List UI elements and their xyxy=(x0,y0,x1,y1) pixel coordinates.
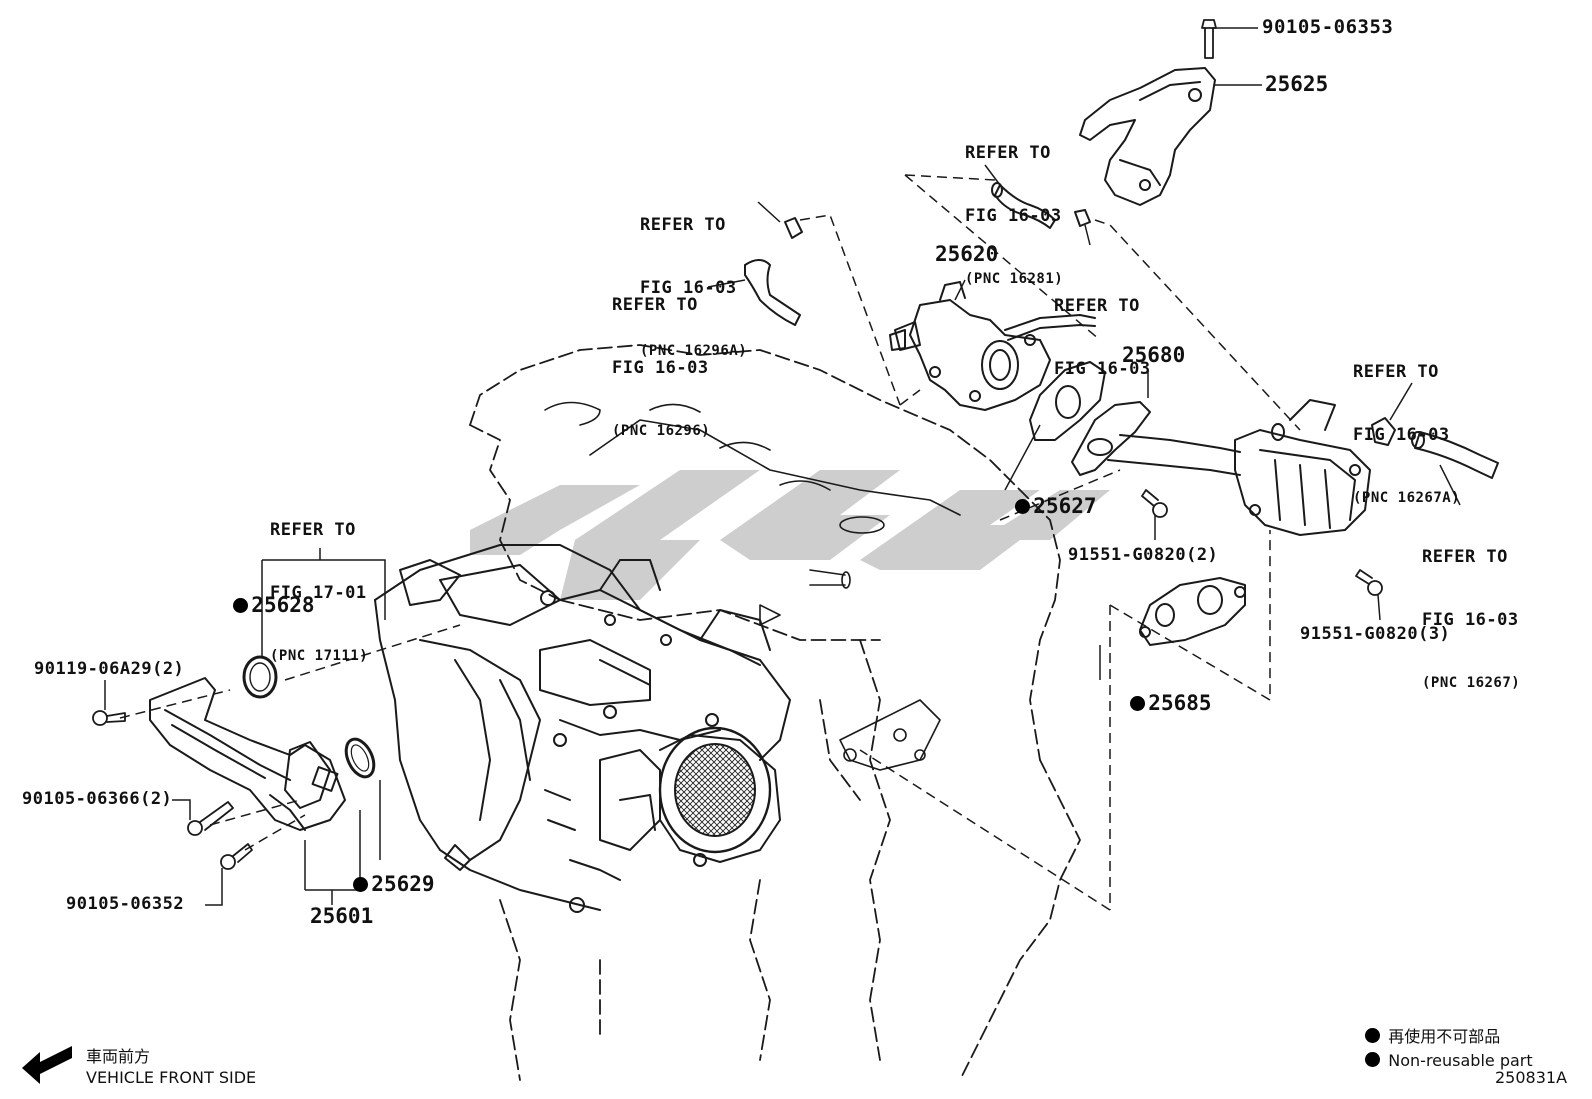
ref-line1: REFER TO xyxy=(640,215,726,235)
bolt-90105-06353 xyxy=(1201,19,1217,59)
part-number: 25627 xyxy=(1033,494,1097,518)
engine-block-outline xyxy=(469,344,1081,1081)
hose-16296 xyxy=(744,259,801,326)
ref-line1: REFER TO xyxy=(1353,362,1439,382)
ref-16296a: REFER TO FIG 16-03 (PNC 16296A) xyxy=(640,173,747,383)
ref-line2: FIG 16-03 xyxy=(1422,610,1519,630)
ref-line2: FIG 16-03 xyxy=(640,278,737,298)
hose-16281 xyxy=(991,182,1056,229)
ref-line1: REFER TO xyxy=(1054,296,1140,316)
egr-cooler xyxy=(1234,399,1371,536)
non-reusable-dot-icon xyxy=(1365,1028,1381,1043)
gasket-25685 xyxy=(1139,577,1246,646)
gasket-25627 xyxy=(1029,361,1106,441)
figure-code: 250831A xyxy=(1495,1068,1568,1087)
ref-16267: REFER TO FIG 16-03 (PNC 16267) xyxy=(1422,505,1520,715)
ref-pnc: (PNC 17111) xyxy=(270,648,369,664)
clamp-16267a xyxy=(1371,417,1396,446)
ref-line2: FIG 16-03 xyxy=(965,206,1062,226)
clamp-16296a xyxy=(784,217,803,239)
non-reusable-dot-icon xyxy=(353,877,369,892)
label-25620: 25620 xyxy=(935,242,999,266)
non-reusable-dot-icon xyxy=(1365,1052,1381,1067)
non-reusable-dot-icon xyxy=(233,598,249,613)
intake-manifold xyxy=(374,544,791,913)
non-reusable-dot-icon xyxy=(1130,696,1146,711)
bolt-90105-06366 xyxy=(187,801,234,836)
label-91551-g0820-3: 91551-G0820(3) xyxy=(1300,624,1451,644)
clamp-top xyxy=(1074,209,1091,227)
legend-en: Non-reusable part xyxy=(1355,1036,1533,1069)
ref-line1: REFER TO xyxy=(1422,547,1508,567)
ref-pnc: (PNC 16296) xyxy=(612,423,711,439)
watermark-logo xyxy=(470,470,1110,600)
egr-valve-25620 xyxy=(889,281,1096,411)
legend-jp-text: 再使用不可部品 xyxy=(1388,1027,1501,1046)
label-90105-06353: 90105-06353 xyxy=(1262,16,1394,38)
label-25627: 25627 xyxy=(990,475,1097,517)
ref-pnc: (PNC 16267A) xyxy=(1353,490,1461,506)
ref-line2: FIG 16-03 xyxy=(612,358,709,378)
label-25680: 25680 xyxy=(1122,343,1186,367)
egr-pipe-25680 xyxy=(1071,401,1241,476)
ref-line2: FIG 17-01 xyxy=(270,583,367,603)
bolt-90105-06352 xyxy=(220,843,253,870)
ref-line1: REFER TO xyxy=(270,520,356,540)
label-25629: 25629 xyxy=(328,853,435,895)
label-90119-06a29: 90119-06A29(2) xyxy=(34,659,185,679)
label-90105-06366: 90105-06366(2) xyxy=(22,789,173,809)
leader-lines xyxy=(104,27,1461,906)
ref-16267a: REFER TO FIG 16-03 (PNC 16267A) xyxy=(1353,320,1460,530)
non-reusable-dot-icon xyxy=(1015,499,1031,514)
ref-pnc: (PNC 16281) xyxy=(965,271,1064,287)
front-side-jp: 車両前方 xyxy=(86,1047,151,1066)
label-25625: 25625 xyxy=(1265,72,1329,96)
legend-jp: 再使用不可部品 xyxy=(1355,1012,1500,1045)
ref-line1: REFER TO xyxy=(965,143,1051,163)
ref-16-03-plain: REFER TO FIG 16-03 xyxy=(1054,254,1151,401)
label-25685: 25685 xyxy=(1105,672,1212,714)
ref-pnc: (PNC 16267) xyxy=(1422,675,1521,691)
part-number: 25628 xyxy=(251,593,315,617)
bolt-91551-2 xyxy=(1141,489,1168,518)
dashed-leaders xyxy=(119,174,1301,911)
hose-16267 xyxy=(1411,431,1499,479)
gasket-25629 xyxy=(344,737,376,779)
ref-16296: REFER TO FIG 16-03 (PNC 16296) xyxy=(612,253,710,463)
legend-en-text: Non-reusable part xyxy=(1388,1051,1533,1070)
label-91551-g0820-2: 91551-G0820(2) xyxy=(1068,545,1219,565)
cam-cover-details xyxy=(544,401,961,771)
bolt-91551-3 xyxy=(1355,569,1383,596)
sensor-rail-25601 xyxy=(149,677,346,831)
ref-line2: FIG 16-03 xyxy=(1054,359,1151,379)
bracket-25625 xyxy=(1079,67,1216,206)
label-25601: 25601 xyxy=(310,904,374,928)
ref-pnc: (PNC 16296A) xyxy=(640,343,748,359)
part-number: 25629 xyxy=(371,872,435,896)
label-90105-06352: 90105-06352 xyxy=(66,894,185,914)
label-25628: 25628 xyxy=(208,574,315,616)
part-number: 25685 xyxy=(1148,691,1212,715)
front-side-en: VEHICLE FRONT SIDE xyxy=(86,1068,257,1087)
ref-line2: FIG 16-03 xyxy=(1353,425,1450,445)
gasket-25628 xyxy=(242,655,278,699)
ref-16281: REFER TO FIG 16-03 (PNC 16281) xyxy=(965,101,1063,311)
ref-17111: REFER TO FIG 17-01 (PNC 17111) xyxy=(270,478,368,688)
front-arrow-icon xyxy=(22,1046,72,1084)
ref-line1: REFER TO xyxy=(612,295,698,315)
